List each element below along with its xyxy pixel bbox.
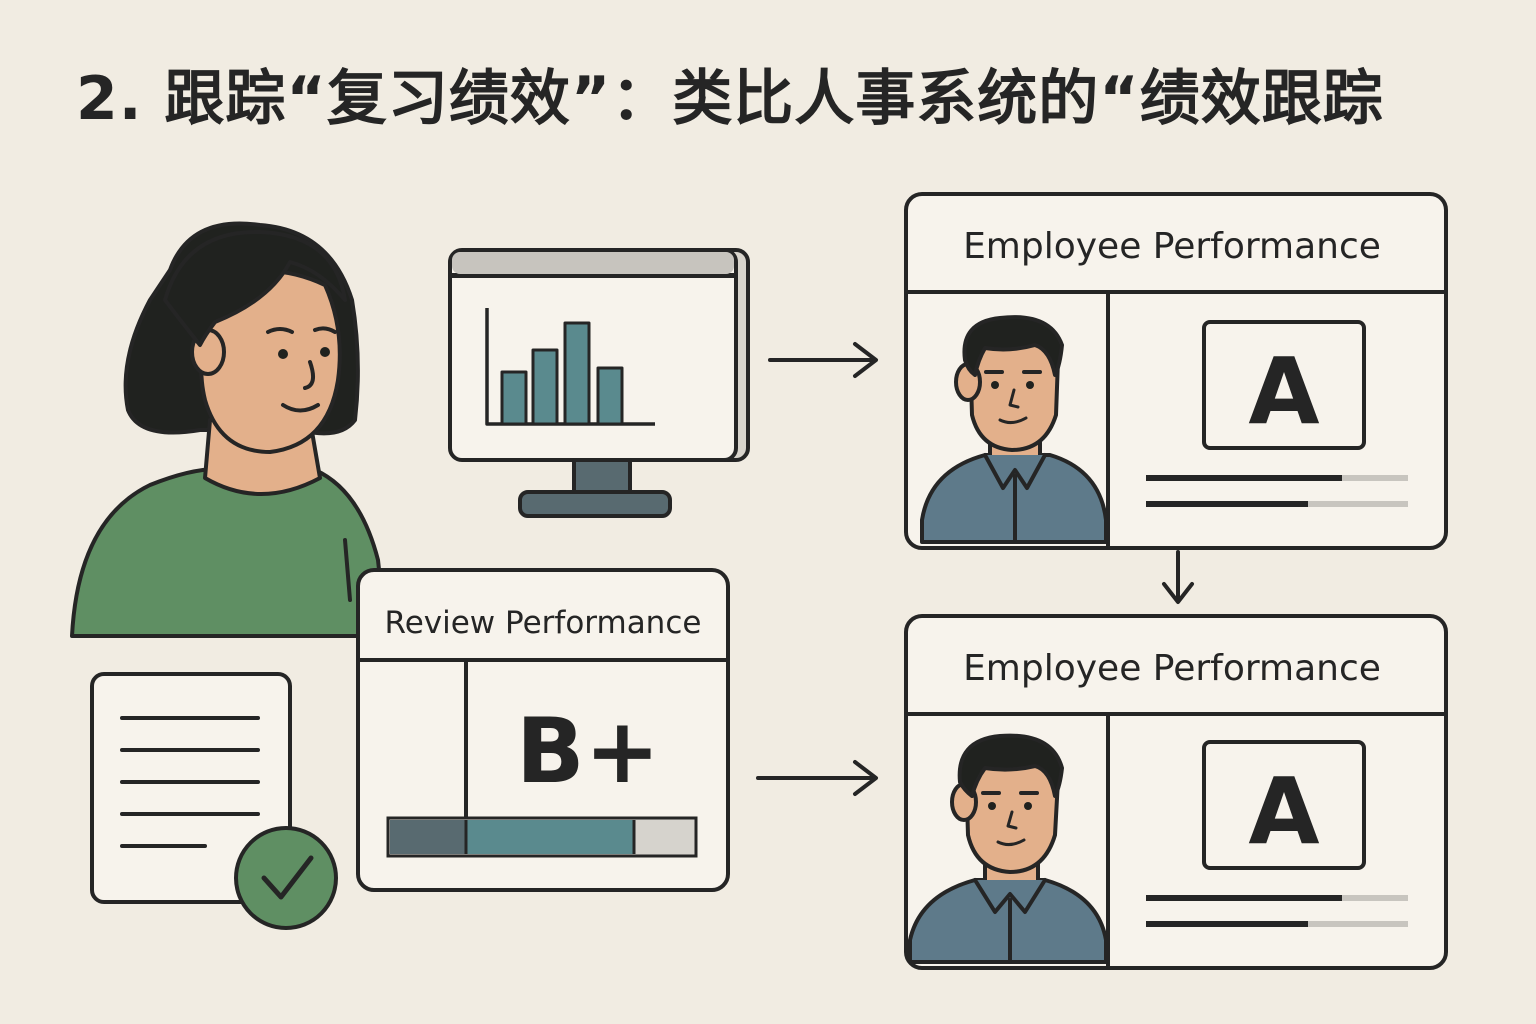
employee-grade: A: [1248, 338, 1319, 445]
man-avatar: [920, 315, 1108, 544]
man-avatar: [908, 733, 1108, 964]
review-grade: B+: [516, 699, 660, 804]
arrow-down-icon: [1162, 550, 1194, 604]
employee-card-header: Employee Performance: [963, 648, 1381, 689]
review-performance-card: [356, 568, 730, 892]
document-icon: [90, 672, 292, 904]
woman-avatar: [70, 221, 388, 638]
monitor-bar-chart-icon: [448, 248, 750, 518]
employee-card-header: Employee Performance: [963, 226, 1381, 267]
check-circle-icon: [234, 826, 338, 930]
arrow-right-icon: [768, 342, 878, 378]
employee-grade: A: [1248, 758, 1319, 865]
review-card-header: Review Performance: [385, 605, 702, 641]
arrow-right-icon: [756, 760, 878, 796]
page-title: 2. 跟踪“复习绩效”：类比人事系统的“绩效跟踪: [76, 64, 1384, 134]
